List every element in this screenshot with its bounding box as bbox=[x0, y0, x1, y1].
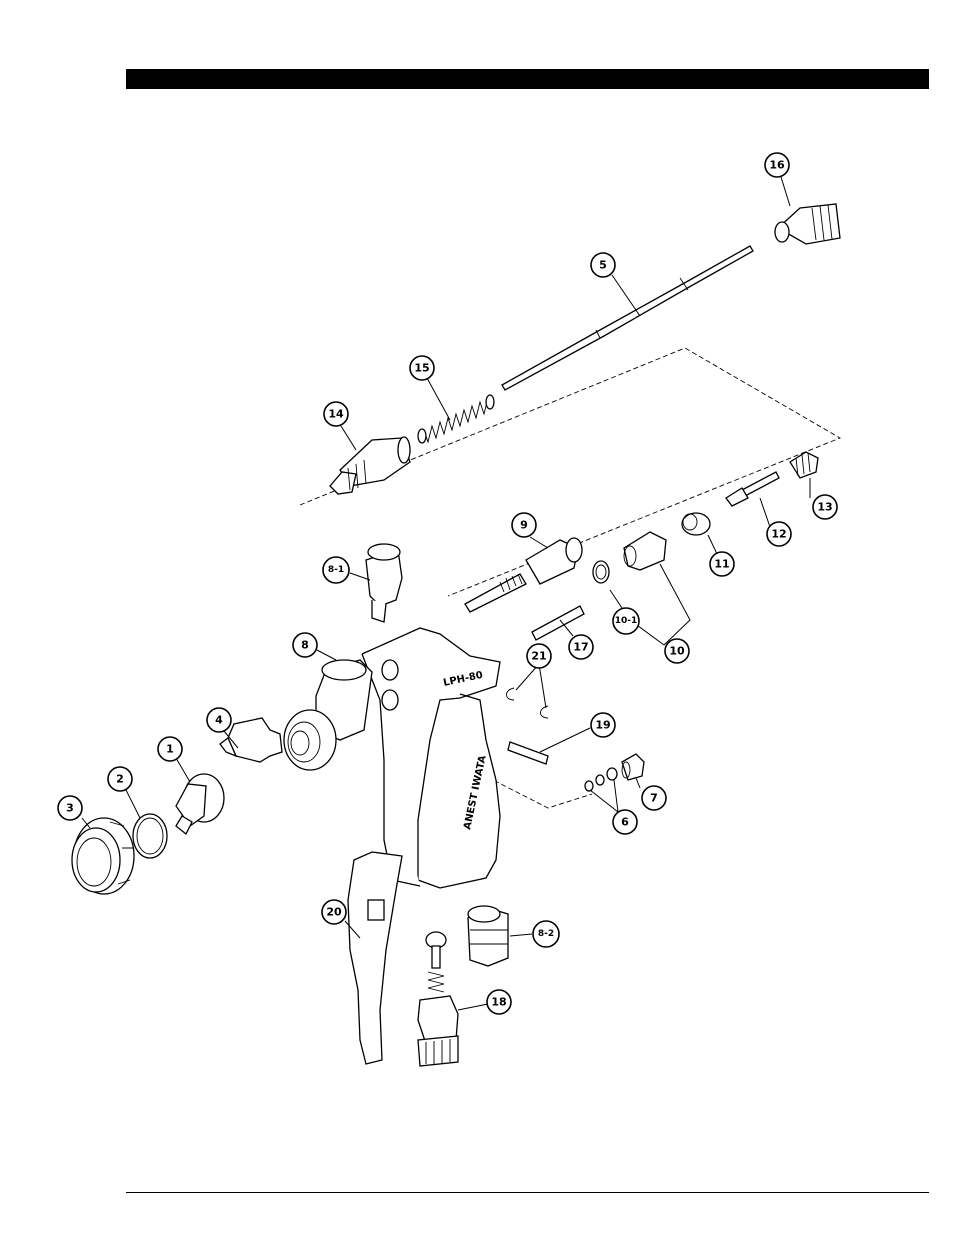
part-air-adjust-valve bbox=[418, 932, 458, 1066]
part-trigger-pin-clips bbox=[507, 688, 549, 718]
part-washers bbox=[585, 768, 617, 791]
callout-18: 18 bbox=[487, 990, 511, 1014]
svg-text:17: 17 bbox=[573, 641, 588, 654]
part-air-valve-shaft bbox=[726, 472, 779, 506]
callout-8: 8 bbox=[293, 633, 317, 657]
callout-20: 20 bbox=[322, 900, 346, 924]
callout-7: 7 bbox=[642, 786, 666, 810]
svg-text:10: 10 bbox=[669, 645, 685, 658]
svg-text:5: 5 bbox=[599, 259, 607, 272]
callout-4: 4 bbox=[207, 708, 231, 732]
part-needle-packing-set bbox=[330, 437, 410, 494]
callout-15: 15 bbox=[410, 356, 434, 380]
callout-19: 19 bbox=[591, 713, 615, 737]
part-air-valve-seat bbox=[682, 513, 710, 535]
callout-17: 17 bbox=[569, 635, 593, 659]
callout-16: 16 bbox=[765, 153, 789, 177]
svg-text:12: 12 bbox=[771, 528, 786, 541]
svg-text:6: 6 bbox=[621, 816, 629, 829]
callout-8-1: 8-1 bbox=[323, 557, 349, 583]
svg-text:1: 1 bbox=[166, 743, 174, 756]
svg-text:8-2: 8-2 bbox=[538, 929, 554, 939]
callout-10: 10 bbox=[665, 639, 689, 663]
callout-5: 5 bbox=[591, 253, 615, 277]
part-air-valve-rod bbox=[532, 606, 584, 640]
part-trigger-pin bbox=[508, 742, 548, 764]
svg-text:10-1: 10-1 bbox=[615, 616, 638, 626]
part-spreader-adjust-valve bbox=[465, 538, 582, 612]
svg-text:8: 8 bbox=[301, 639, 309, 652]
callout-11: 11 bbox=[710, 552, 734, 576]
callout-13: 13 bbox=[813, 495, 837, 519]
svg-text:8-1: 8-1 bbox=[328, 565, 344, 575]
part-spring-seat bbox=[790, 452, 818, 478]
svg-text:14: 14 bbox=[328, 408, 344, 421]
part-adjust-nut bbox=[622, 754, 644, 780]
svg-text:19: 19 bbox=[595, 719, 610, 732]
callout-12: 12 bbox=[767, 522, 791, 546]
svg-text:7: 7 bbox=[650, 792, 658, 805]
part-air-cap-ring bbox=[133, 814, 167, 858]
part-retaining-ring bbox=[72, 818, 134, 894]
svg-text:2: 2 bbox=[116, 773, 124, 786]
callout-8-2: 8-2 bbox=[533, 921, 559, 947]
callout-3: 3 bbox=[58, 796, 82, 820]
svg-text:3: 3 bbox=[66, 802, 74, 815]
callout-9: 9 bbox=[512, 513, 536, 537]
svg-text:15: 15 bbox=[414, 362, 429, 375]
svg-text:9: 9 bbox=[520, 519, 528, 532]
callout-10-1: 10-1 bbox=[613, 608, 639, 634]
callout-21: 21 bbox=[527, 644, 551, 668]
svg-text:4: 4 bbox=[215, 714, 223, 727]
svg-text:13: 13 bbox=[817, 501, 832, 514]
callout-1: 1 bbox=[158, 737, 182, 761]
svg-text:11: 11 bbox=[714, 558, 729, 571]
part-air-valve-gasket bbox=[593, 561, 609, 583]
part-trigger bbox=[348, 852, 402, 1064]
part-needle-spring bbox=[418, 395, 494, 443]
part-needle-adjust-knob bbox=[775, 204, 840, 244]
part-air-cap bbox=[176, 774, 224, 834]
callout-6: 6 bbox=[613, 810, 637, 834]
part-air-inlet bbox=[468, 906, 508, 966]
svg-text:20: 20 bbox=[326, 906, 342, 919]
part-fluid-needle bbox=[502, 246, 753, 390]
callout-2: 2 bbox=[108, 767, 132, 791]
svg-text:16: 16 bbox=[769, 159, 785, 172]
footer-rule bbox=[126, 1192, 929, 1193]
part-gun-body: LPH-80 ANEST IWATA bbox=[284, 628, 500, 888]
svg-text:21: 21 bbox=[531, 650, 546, 663]
svg-text:18: 18 bbox=[491, 996, 506, 1009]
callout-14: 14 bbox=[324, 402, 348, 426]
part-cup-joint bbox=[366, 544, 402, 622]
